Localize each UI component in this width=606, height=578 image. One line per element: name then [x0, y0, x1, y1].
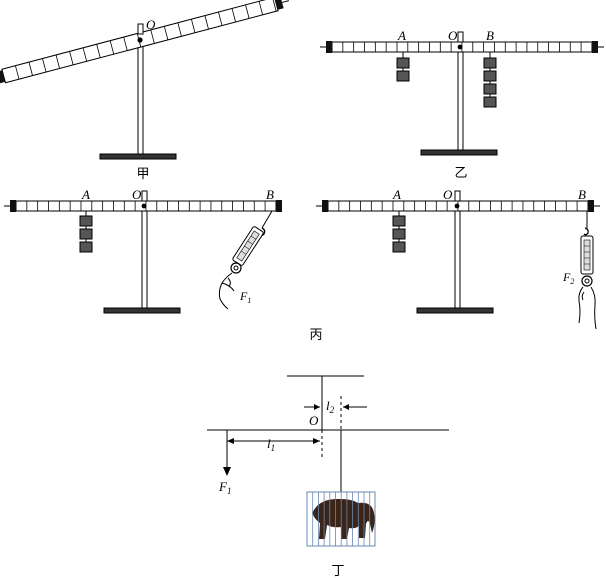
balance-nut-left — [0, 70, 6, 84]
panel-bing-right: O A B F2 — [316, 187, 600, 330]
hand-sketch — [218, 272, 235, 310]
tilted-lever — [0, 0, 290, 84]
force-label: F1 — [218, 479, 231, 496]
pivot-label: O — [132, 187, 142, 202]
pivot-label: O — [448, 28, 458, 43]
balance-nut-left — [326, 41, 332, 53]
stand-base — [416, 307, 494, 314]
panel-yi: O A B 乙 — [320, 28, 604, 181]
stand-base — [103, 307, 181, 314]
stand-base — [420, 149, 498, 156]
caption-bing: 丙 — [309, 328, 322, 343]
pivot-point — [454, 203, 460, 209]
caption-yi: 乙 — [454, 166, 467, 181]
spring-scale-tilted — [230, 210, 273, 274]
pivot-label: O — [309, 413, 319, 428]
spring-scale-vertical — [580, 211, 594, 287]
panel-ding: l2 O l1 F1 丁 — [207, 375, 449, 578]
balance-nut-right — [588, 200, 594, 212]
pivot-point — [141, 203, 147, 209]
weights-at-b — [483, 52, 497, 108]
weights-at-a — [392, 211, 406, 253]
arm-1-label: l1 — [267, 436, 275, 453]
pivot-point — [457, 44, 463, 50]
stand-base — [99, 153, 177, 160]
force-label: F2 — [562, 270, 574, 286]
point-a-label: A — [397, 28, 406, 43]
caption-jia: 甲 — [136, 167, 149, 182]
stand-pole — [141, 209, 148, 309]
point-a-label: A — [81, 187, 90, 202]
panel-bing-left: O A B F1 — [4, 187, 282, 314]
point-b-label: B — [578, 187, 586, 202]
arm-2-label: l2 — [326, 398, 335, 415]
point-a-label: A — [392, 187, 401, 202]
balance-nut-right — [274, 0, 284, 10]
balance-nut-right — [276, 200, 282, 212]
force-label: F1 — [239, 289, 251, 305]
balance-nut-right — [592, 41, 598, 53]
pivot-label: O — [443, 187, 453, 202]
balance-nut-left — [10, 200, 16, 212]
weights-at-a — [396, 52, 410, 82]
hand-sketch — [578, 286, 597, 330]
point-b-label: B — [266, 187, 274, 202]
balance-nut-left — [322, 200, 328, 212]
stand-pole — [454, 209, 461, 309]
pivot-point — [137, 37, 143, 43]
point-b-label: B — [486, 28, 494, 43]
elephant-in-cage — [306, 491, 376, 547]
stand-pole — [137, 39, 144, 155]
weights-at-a — [79, 211, 93, 253]
caption-ding: 丁 — [331, 564, 344, 578]
stand-pole — [457, 46, 464, 151]
panel-jia: O 甲 — [0, 0, 290, 182]
pivot-label: O — [146, 17, 156, 32]
